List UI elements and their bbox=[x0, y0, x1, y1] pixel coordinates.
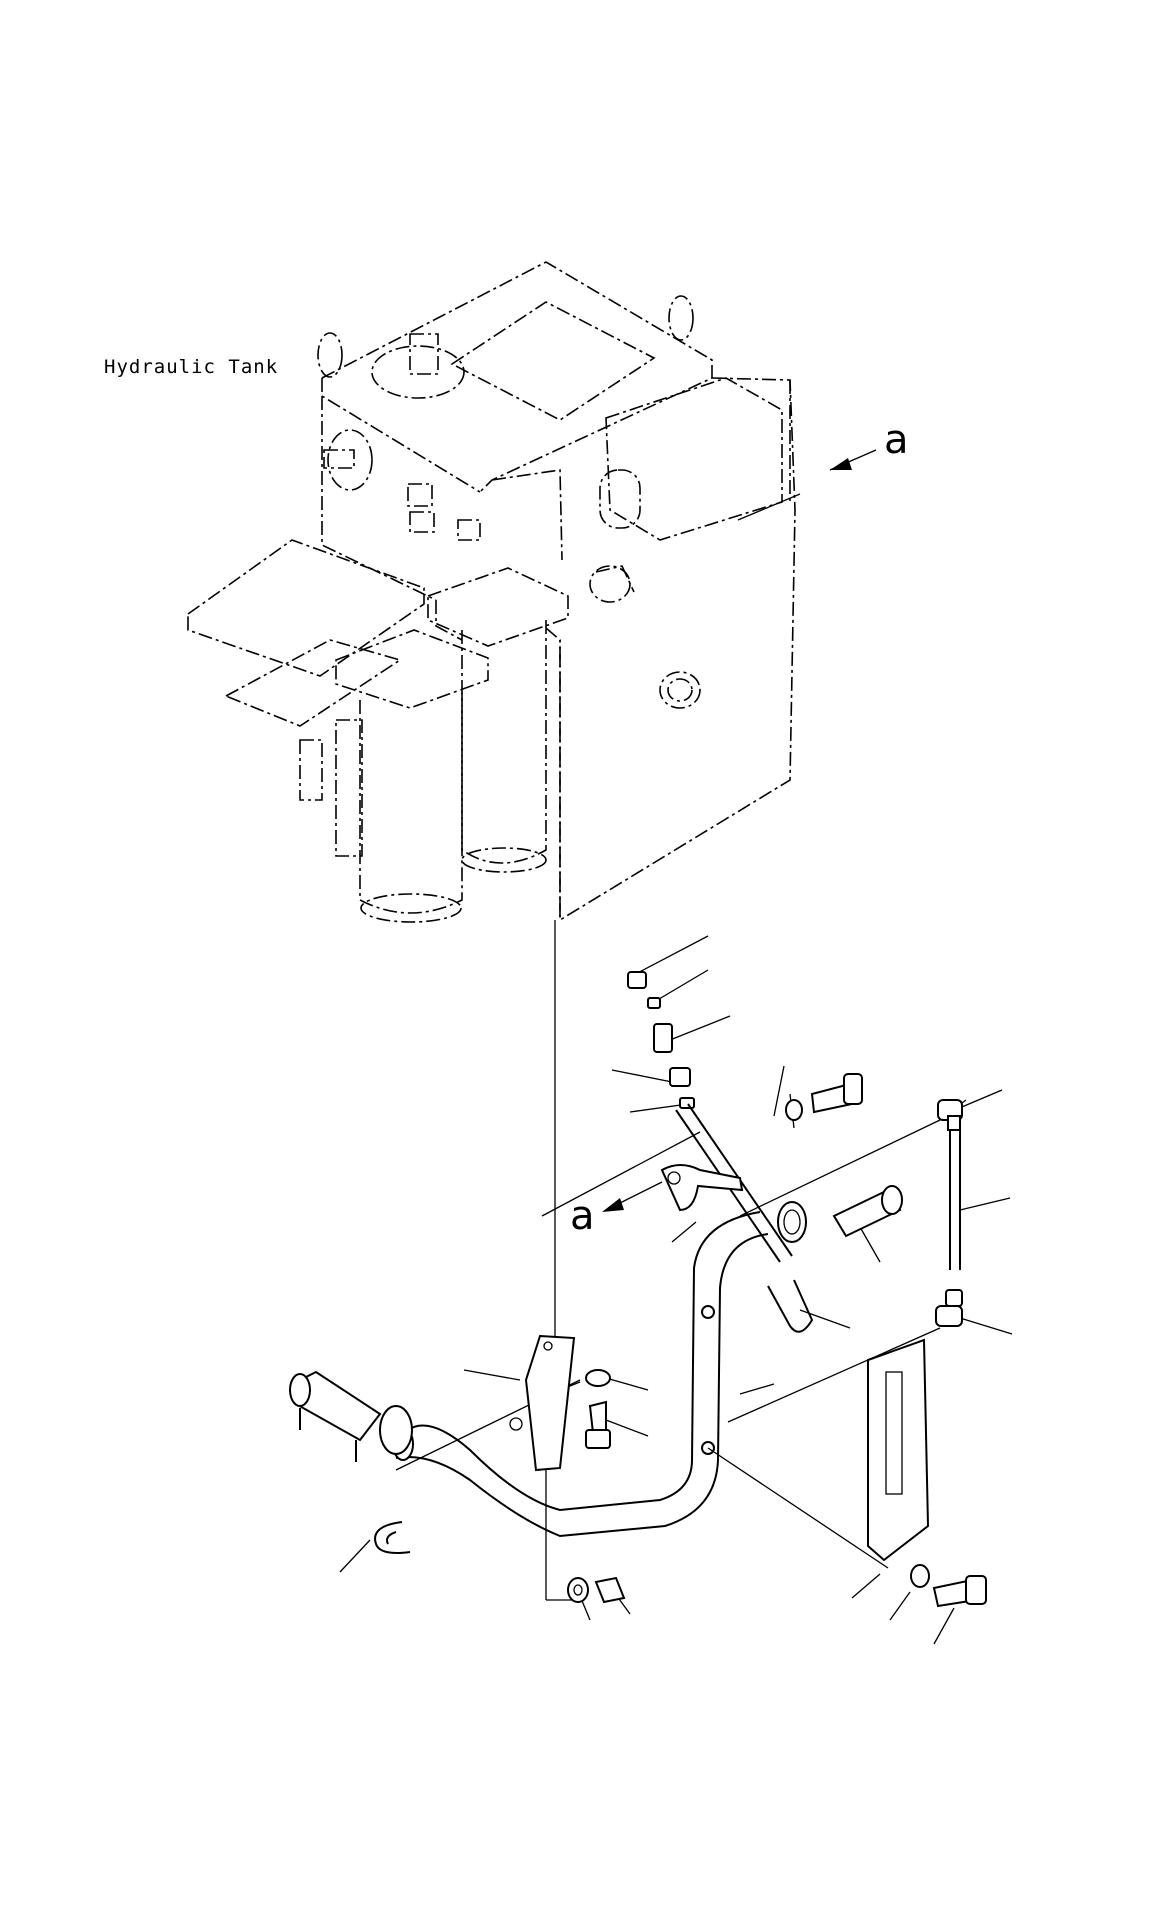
view-ref-label-top: a bbox=[884, 417, 909, 463]
view-arrow-top bbox=[737, 449, 877, 521]
view-arrow-bottom bbox=[602, 1181, 663, 1212]
suction-pipe bbox=[392, 1201, 807, 1538]
view-ref-label-bottom: a bbox=[570, 1193, 595, 1239]
hydraulic-tank-label: Hydraulic Tank bbox=[104, 356, 279, 378]
hydraulic-tank bbox=[187, 261, 796, 923]
fittings-top bbox=[289, 971, 987, 1608]
